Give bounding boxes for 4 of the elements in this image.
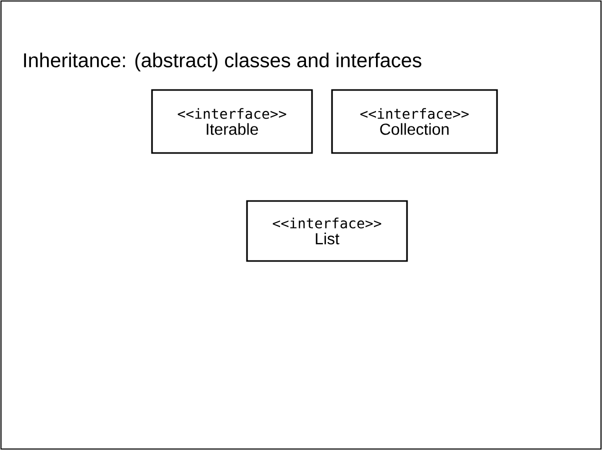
interface-box: <<interface>> List bbox=[246, 200, 408, 262]
interface-box: <<interface>> Iterable bbox=[151, 89, 313, 154]
slide-title: Inheritance: (abstract) classes and interfaces bbox=[24, 52, 422, 72]
interface-box: <<interface>> Collection bbox=[331, 89, 498, 154]
